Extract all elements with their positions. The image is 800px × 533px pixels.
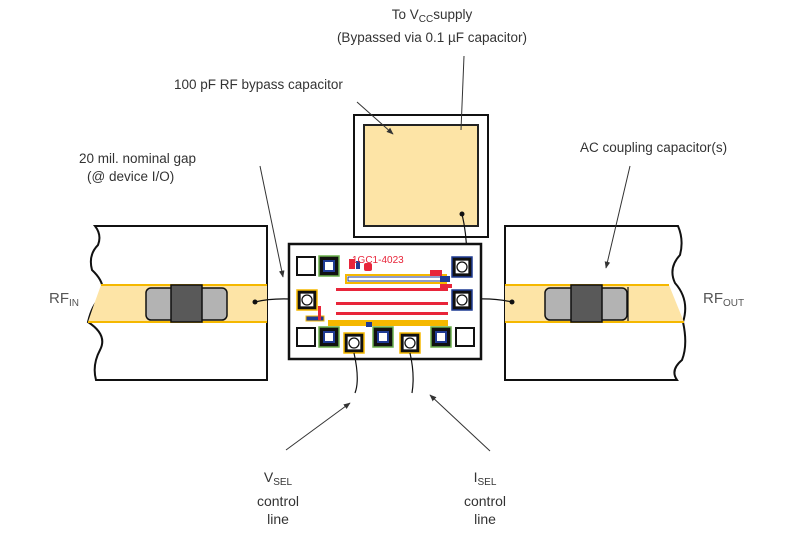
vsel-line3: line	[267, 511, 289, 527]
chip-part-number: 1GC1-4023	[352, 255, 404, 266]
vsel-main: V	[263, 469, 274, 485]
vcc-supply-label: To VCCsupply (Bypassed via 0.1 µF capaci…	[322, 6, 542, 47]
isel-label: ISEL control line	[455, 468, 515, 528]
rf-in-sub: IN	[69, 298, 79, 309]
gap-line2: (@ device I/O)	[87, 169, 175, 184]
bypass-capacitor	[353, 114, 489, 263]
isel-pointer	[429, 394, 491, 452]
vcc-pointer	[460, 55, 465, 131]
isel-main: I	[473, 469, 478, 485]
ac-coupling-label: AC coupling capacitor(s)	[580, 140, 728, 155]
vsel-line2: control	[256, 493, 300, 509]
isel-line2: control	[463, 493, 507, 509]
right-substrate	[462, 225, 687, 381]
vsel-label: VSEL control line	[248, 468, 308, 528]
ac-coupling-pointer	[604, 165, 631, 269]
bypass-cap-label: 100 pF RF bypass capacitor	[174, 77, 343, 92]
mmic-chip	[287, 242, 483, 361]
vsel-sub: SEL	[273, 477, 293, 488]
bypass-cap-pointer	[356, 101, 394, 135]
rf-out-sub: OUT	[723, 298, 745, 309]
isel-line3: line	[474, 511, 496, 527]
gap-pointer	[259, 165, 285, 278]
vcc-prefix: To V	[391, 7, 419, 22]
left-substrate	[86, 225, 306, 381]
rf-in-label: RFIN	[49, 290, 79, 313]
rf-out-main: RF	[703, 290, 723, 307]
vcc-note: (Bypassed via 0.1 µF capacitor)	[336, 30, 528, 45]
isel-sub: SEL	[477, 477, 497, 488]
gap-line1: 20 mil. nominal gap	[79, 151, 197, 166]
rf-out-label: RFOUT	[703, 290, 744, 313]
vcc-sub: CC	[418, 14, 434, 25]
vcc-suffix: supply	[433, 7, 473, 22]
gap-label: 20 mil. nominal gap (@ device I/O)	[79, 150, 196, 186]
vsel-pointer	[285, 402, 351, 451]
rf-in-main: RF	[49, 290, 69, 307]
transistor-array	[328, 288, 448, 326]
